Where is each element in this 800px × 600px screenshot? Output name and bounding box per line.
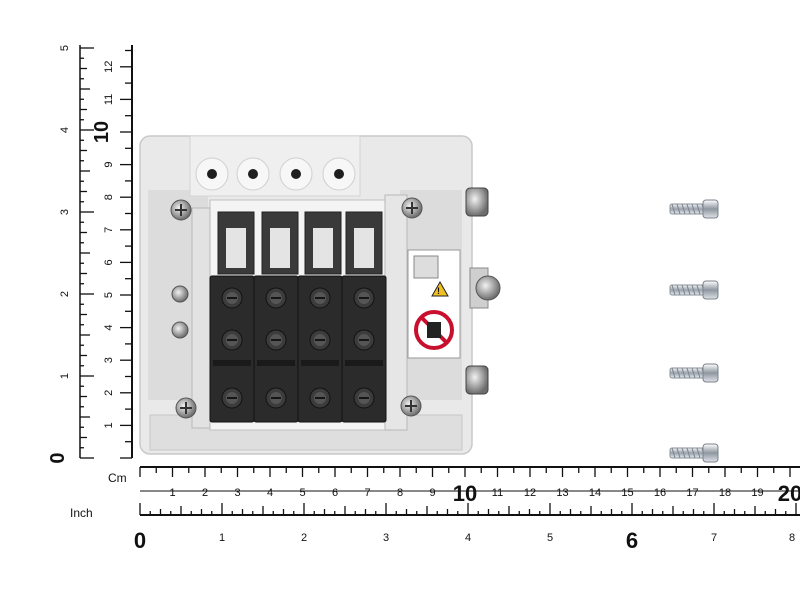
cm-label: 15 xyxy=(621,487,633,499)
cm-label: 10 xyxy=(453,481,477,506)
cm-label: 17 xyxy=(686,487,698,499)
mounting-screw xyxy=(175,397,197,419)
cm-label: 9 xyxy=(429,487,435,499)
contact-windows xyxy=(217,211,383,275)
terminal-block xyxy=(253,275,299,423)
cm-label: 2 xyxy=(103,390,115,396)
inch-label: 2 xyxy=(301,532,307,544)
mounting-screw xyxy=(401,197,423,219)
cm-label: 12 xyxy=(524,487,536,499)
cable-gland xyxy=(279,157,313,191)
cm-label: 2 xyxy=(202,487,208,499)
cable-gland xyxy=(322,157,356,191)
cap-screw xyxy=(669,280,719,300)
cm-label: 6 xyxy=(103,259,115,265)
mounting-screw xyxy=(170,199,192,221)
inch-label: 2 xyxy=(59,291,71,297)
inch-label: 0 xyxy=(134,528,146,553)
terminal-block xyxy=(209,275,255,423)
cm-label: 8 xyxy=(103,194,115,200)
terminal-block xyxy=(341,275,387,423)
cap-screw xyxy=(669,199,719,219)
terminal-block xyxy=(297,275,343,423)
svg-text:!: ! xyxy=(437,286,440,296)
cm-label: 4 xyxy=(103,325,115,331)
cm-label: 20 xyxy=(778,481,800,506)
cm-label: 7 xyxy=(103,227,115,233)
inch-label: 5 xyxy=(547,532,553,544)
cm-label: 1 xyxy=(103,422,115,428)
terminal-blocks xyxy=(209,275,387,423)
inch-label: 6 xyxy=(626,528,638,553)
cm-label: 5 xyxy=(103,292,115,298)
cm-label: 4 xyxy=(267,487,273,499)
cap-screw xyxy=(669,363,719,383)
cm-label: 11 xyxy=(103,94,115,105)
inch-label: 1 xyxy=(219,532,225,544)
cm-label: 19 xyxy=(751,487,763,499)
cm-label: 6 xyxy=(332,487,338,499)
inch-label: 4 xyxy=(59,127,71,133)
cm-label: 7 xyxy=(364,487,370,499)
mounting-screws xyxy=(170,197,423,419)
inch-unit-label: Inch xyxy=(70,506,93,520)
cm-label: 18 xyxy=(719,487,731,499)
inch-label: 7 xyxy=(711,532,717,544)
ground-screw xyxy=(171,285,189,339)
inch-label: 4 xyxy=(465,532,471,544)
cm-label: 3 xyxy=(103,357,115,363)
cm-label: 1 xyxy=(169,487,175,499)
cable-gland xyxy=(236,157,270,191)
cm-label: 10 xyxy=(91,121,113,143)
cm-label: 9 xyxy=(103,162,115,168)
cm-label: 14 xyxy=(589,487,601,499)
inch-label: 3 xyxy=(383,532,389,544)
cm-label: 12 xyxy=(103,61,115,73)
cm-label: 11 xyxy=(492,487,503,499)
inch-label: 8 xyxy=(789,532,795,544)
warning-label: ! xyxy=(407,249,461,359)
cm-label: 16 xyxy=(654,487,666,499)
cm-label: 3 xyxy=(234,487,240,499)
inch-label: 5 xyxy=(59,45,71,51)
cm-label: 5 xyxy=(299,487,305,499)
side-hardware xyxy=(465,187,501,395)
inch-label: 1 xyxy=(59,373,71,379)
cable-gland xyxy=(195,157,229,191)
inch-label: 3 xyxy=(59,209,71,215)
mounting-screw xyxy=(400,395,422,417)
cap-screw xyxy=(669,443,719,463)
cm-label: 13 xyxy=(556,487,568,499)
loose-screws xyxy=(669,199,719,463)
cm-unit-label: Cm xyxy=(108,471,127,485)
cm-label: 8 xyxy=(397,487,403,499)
cable-glands xyxy=(195,157,356,191)
inch-label: 0 xyxy=(47,452,69,463)
